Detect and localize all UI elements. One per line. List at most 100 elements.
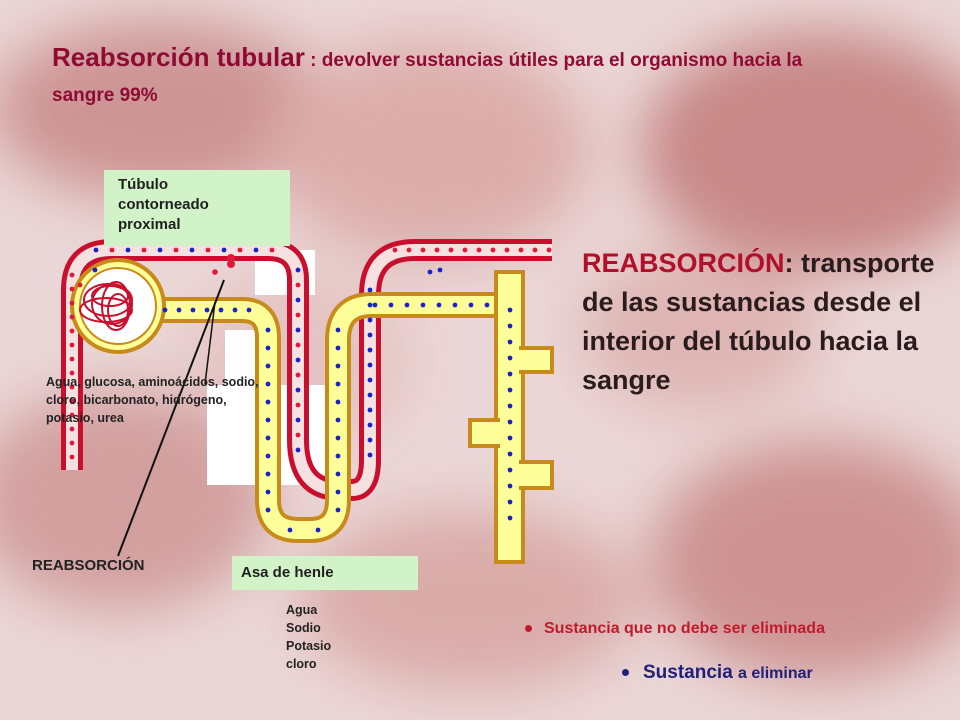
tubulo-label-line: proximal [118,216,181,233]
duct-branch [519,346,554,374]
blue-dot [92,267,98,273]
blue-dot [93,247,99,253]
legend-blue: Sustancia a eliminar [622,662,813,684]
red-dot [420,247,426,253]
asa-substance: cloro [286,657,317,671]
blue-dot [507,499,513,505]
asa-substances-list: Agua Sodio Potasio cloro [286,601,331,673]
legend-red: Sustancia que no debe ser eliminada [525,620,825,638]
reabsorcion-definition: REABSORCIÓN: transporte de las sustancia… [582,244,952,400]
blue-dot [315,527,321,533]
blue-dot [420,302,426,308]
blue-dot [507,339,513,345]
blue-dot [367,317,373,323]
red-dot [69,300,75,306]
blue-dot [265,327,271,333]
blue-dot [335,507,341,513]
blue-dot [367,422,373,428]
definition-body: transporte de las sustancias desde el in… [582,248,935,395]
red-dot [476,247,482,253]
substances-pointer [204,301,216,385]
blue-dot [335,345,341,351]
red-dot [141,247,147,253]
red-dot [69,328,75,334]
blood-vessel-lumen [66,244,552,496]
reabsorcion-pointer [117,279,225,557]
red-dot [69,272,75,278]
red-dot [295,402,301,408]
blue-dot [221,247,227,253]
blue-dot [204,307,210,313]
transport-dot-red [227,254,235,262]
blue-dot [388,302,394,308]
red-dot [295,432,301,438]
blue-dot [253,247,259,253]
blue-dot [507,515,513,521]
blue-dot [367,377,373,383]
transport-dot-red [227,260,235,268]
blue-dot [367,407,373,413]
blue-dot [265,417,271,423]
definition-heading: REABSORCIÓN [582,248,785,278]
blood-vessel [61,239,552,501]
blue-dot [452,302,458,308]
blue-dot [295,387,301,393]
white-patch [225,330,260,390]
red-dot [109,247,115,253]
blue-dot [246,307,252,313]
red-dot [490,247,496,253]
red-dot [462,247,468,253]
red-dot [269,247,275,253]
blue-dot [335,399,341,405]
blue-dot [367,332,373,338]
red-dot [69,356,75,362]
red-dot [295,312,301,318]
reabsorcion-label: REABSORCIÓN [32,557,145,574]
blue-dot [367,302,373,308]
asa-substance: Agua [286,603,318,617]
red-dot [518,247,524,253]
blue-dot [265,345,271,351]
duct-branch [468,418,500,448]
blue-dot [507,467,513,473]
blue-dot [295,417,301,423]
blue-dot [507,403,513,409]
substance-dots [69,247,552,533]
blue-dot [335,453,341,459]
blue-dot [287,527,293,533]
blue-dot [335,327,341,333]
red-dot [448,247,454,253]
legend-blue-text: Sustancia [643,662,739,683]
blue-dot [265,489,271,495]
blue-dot [507,371,513,377]
blue-dot [436,302,442,308]
blue-dot [507,387,513,393]
blue-dot [507,307,513,313]
red-dot [77,282,83,288]
blue-dot [367,437,373,443]
title-main: Reabsorción tubular [52,42,305,72]
blue-dot [367,347,373,353]
blue-dot-icon [622,669,629,677]
red-dot [434,247,440,253]
blue-dot [427,269,433,275]
blue-dot [265,381,271,387]
blue-dot [335,489,341,495]
red-dot [69,286,75,292]
blue-dot [265,435,271,441]
blue-dot [295,267,301,273]
blue-dot [507,451,513,457]
blue-dot [404,302,410,308]
blue-dot [265,471,271,477]
red-dot [406,247,412,253]
red-dot [69,342,75,348]
blue-dot [232,307,238,313]
tubule-lumen [150,296,510,539]
blue-dot [218,307,224,313]
blue-dot [265,453,271,459]
red-dot [69,412,75,418]
blue-dot [507,483,513,489]
blue-dot [295,297,301,303]
glomerulus [79,281,133,331]
tubulo-label-line: contorneado [118,196,209,213]
